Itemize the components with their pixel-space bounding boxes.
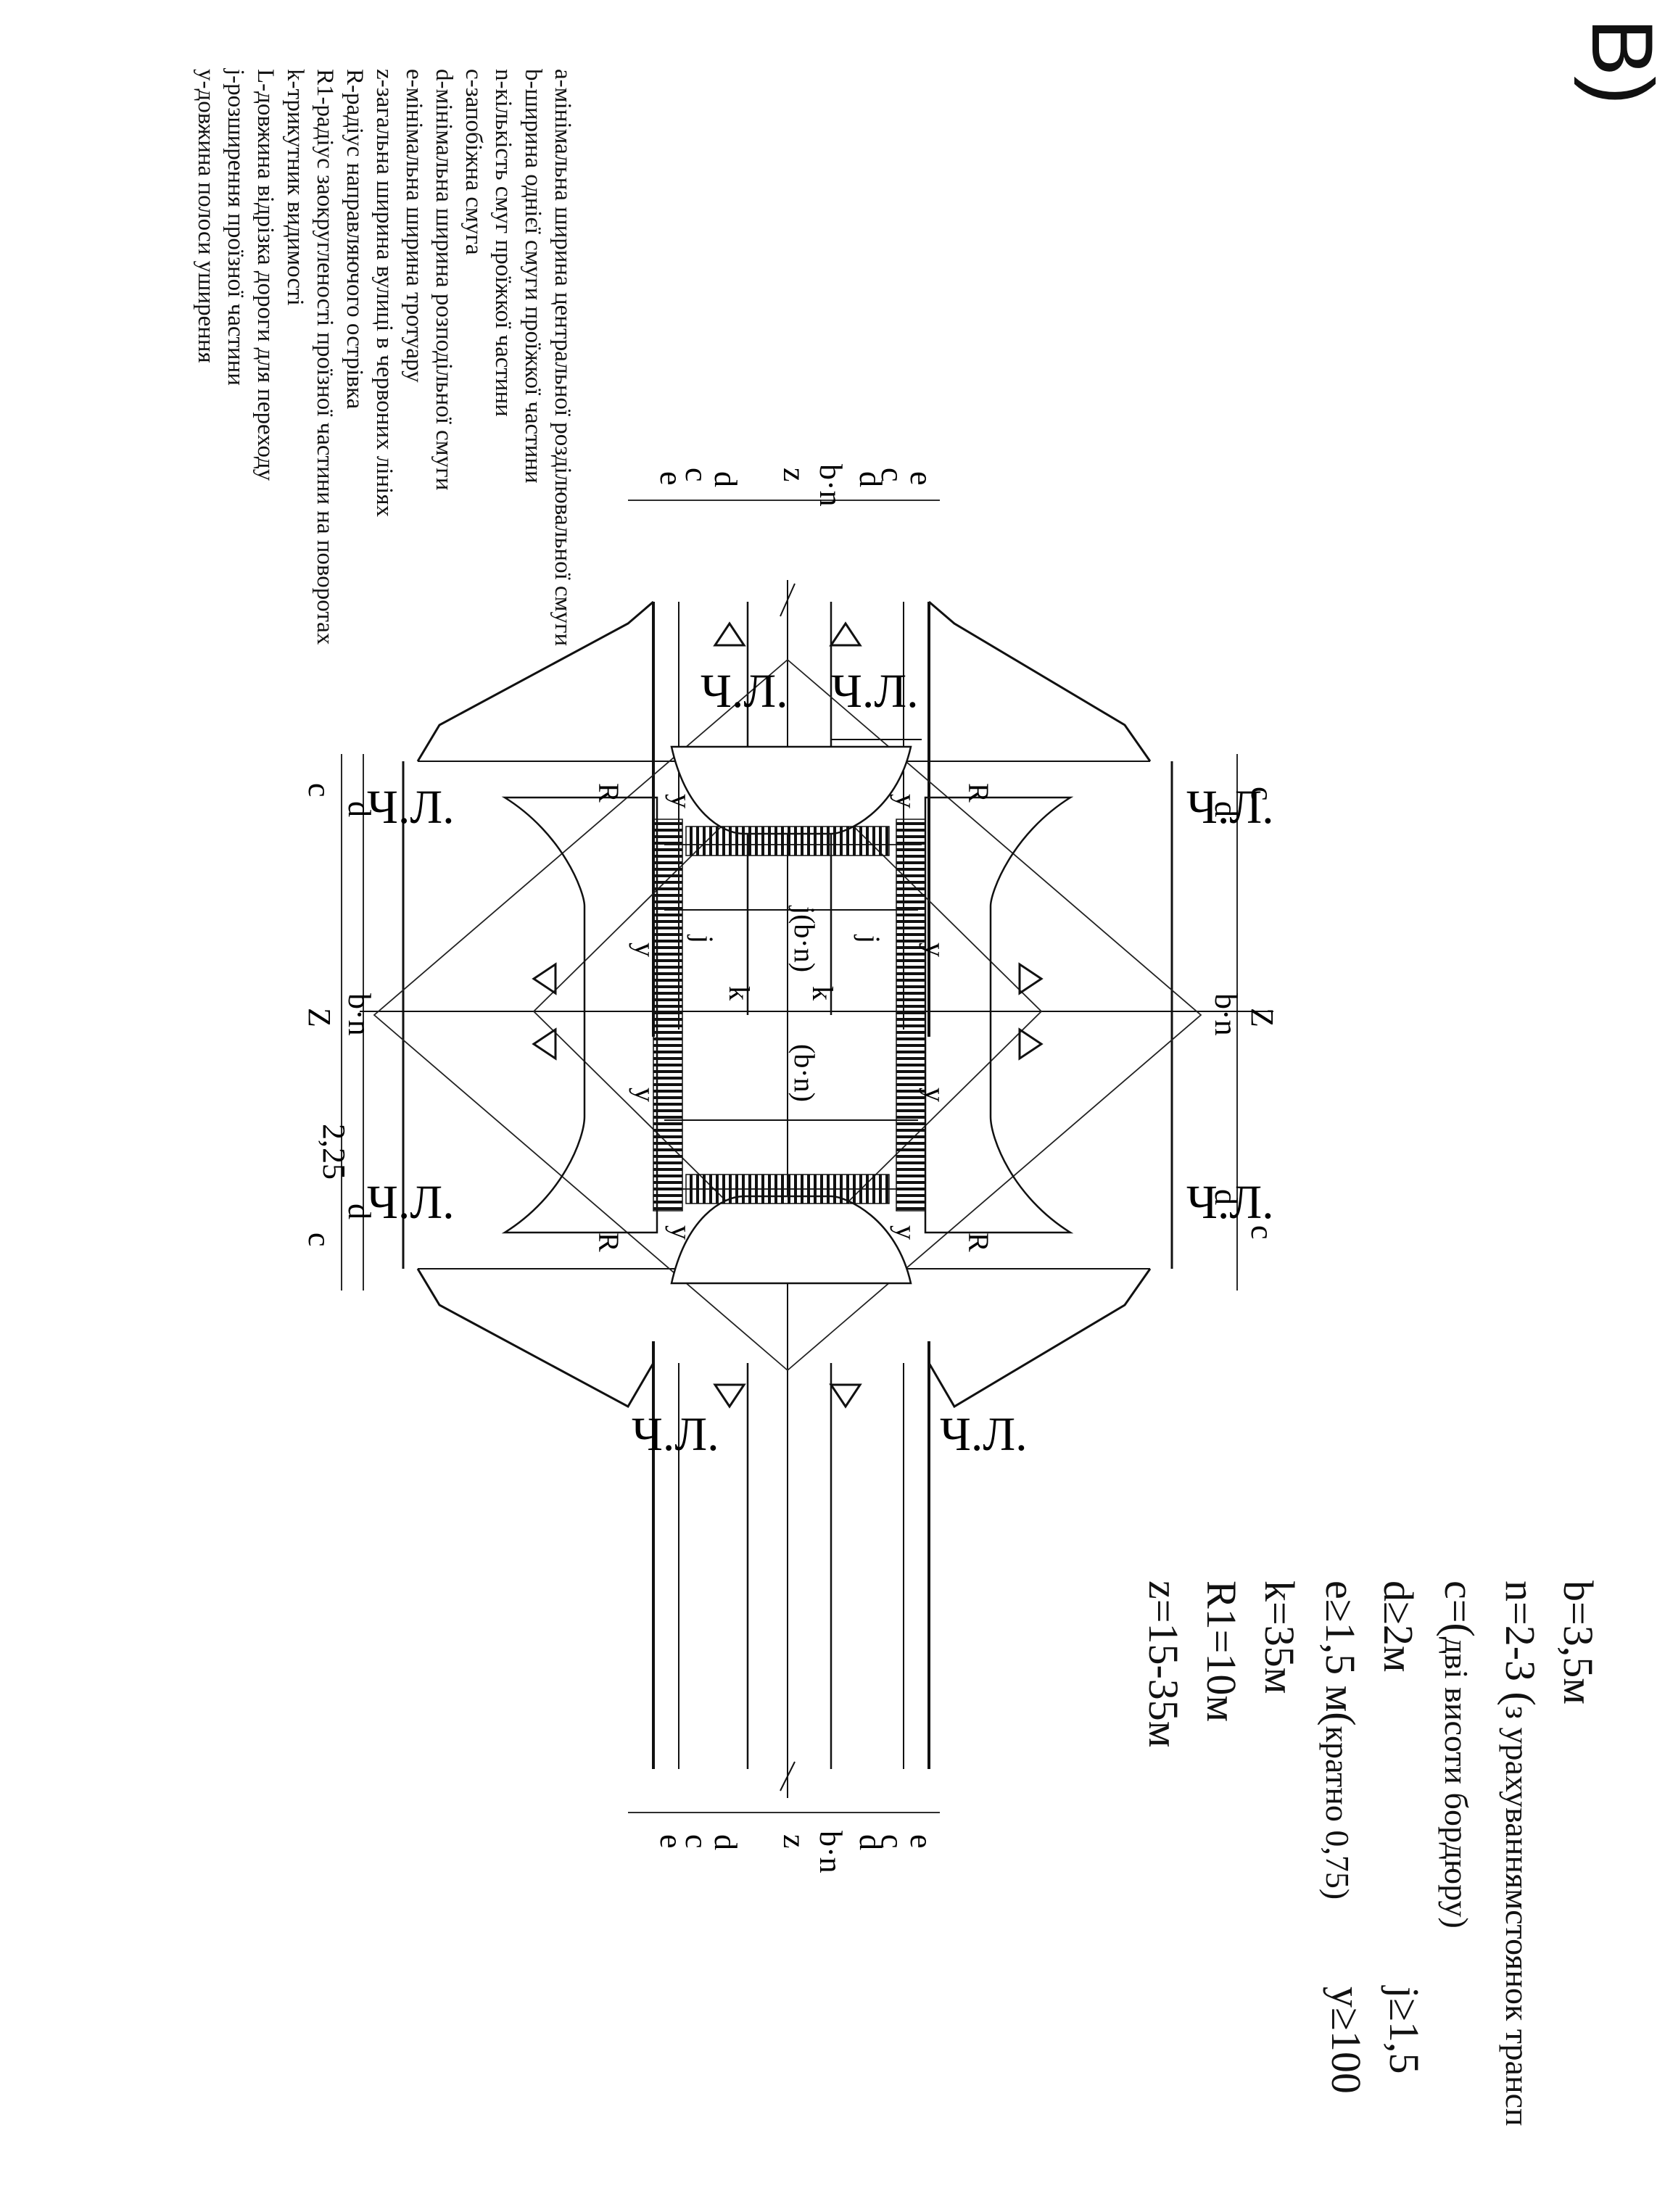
red-line-label: Ч.Л. [632,1408,719,1461]
param-R1: R1=10м [1198,1581,1245,1723]
legend-item: a-мінімальна ширина центральної розділюв… [550,69,576,647]
dim-label-d: d [1208,1189,1244,1205]
red-line-label: Ч.Л. [1186,781,1274,834]
arrow-icon [713,1383,746,1409]
dim-label-z: z [777,1834,812,1849]
legend-item: y-довжина полоси уширення [193,69,219,363]
label-y: y [890,794,922,808]
dim-label-c: c [1244,1225,1280,1240]
label-y: y [665,794,698,808]
param-d: d≥2м [1375,1581,1422,1673]
label-y: y [919,943,951,957]
legend: a-мінімальна ширина центральної розділюв… [191,69,577,1374]
label-j: j [687,934,719,943]
legend-item: c-запобіжна смуга [460,69,487,255]
label-R: R [962,783,995,803]
dim-label-c: c [875,468,910,482]
red-line-label: Ч.Л. [367,1176,455,1229]
legend-item: n-кількість смуг проїжкої частини [490,69,516,417]
direction-arrows [532,621,1044,1409]
legend-item: k-трикутник видимості [282,69,308,306]
arrow-icon [1018,962,1044,995]
dimension-lines [341,500,1238,1813]
label-R: R [592,1233,625,1252]
dim-label-225: 2,25 [316,1124,352,1180]
label-y: y [890,1225,922,1240]
dim-label-d: d [853,471,888,487]
label-R: R [592,783,625,803]
label-y: y [665,1225,698,1240]
dim-label-e: e [653,1834,689,1849]
param-b: b=3,5м [1555,1581,1602,1704]
param-z: z=15-35м [1140,1581,1187,1748]
label-R: R [962,1233,995,1252]
param-n: n=2-3 (з урахуваннямстоянок трансп [1497,1581,1544,2126]
dim-label-d: d [1208,801,1244,817]
dim-label-c: c [875,1834,910,1849]
dim-label-bn: b·n [813,1831,848,1873]
dim-label-Z: Z [302,1008,337,1027]
crosswalks [653,819,926,1211]
dim-label-Z: Z [1244,1008,1280,1027]
arrow-icon [532,1027,557,1061]
legend-item: e-мінімальна ширина тротуару [401,69,427,383]
label-y: y [629,1088,661,1102]
legend-item: R-радіус направляючого острівка [342,69,368,410]
label-bn: (b·n) [788,1044,821,1102]
diagonal-connections [416,600,1152,1409]
vertical-road [360,739,1273,1269]
dim-label-d: d [342,801,377,817]
islands [501,745,1074,1285]
dim-label-e: e [904,471,939,486]
dim-label-c: c [1244,787,1280,801]
dim-label-e: e [904,1834,939,1849]
legend-item: d-мінімальна ширина розподільної смуги [431,69,457,491]
param-k: k=35м [1256,1581,1303,1694]
red-line-label: Ч.Л. [831,665,919,718]
label-y: y [919,1088,951,1102]
label-k: k [806,986,839,1001]
legend-item: j-розширення проїзної частини [223,69,249,386]
param-j: j≥1,5 [1381,1987,1428,2074]
label-k: k [723,986,756,1001]
legend-item: R1-радіус заокругленості проїзної частин… [312,69,338,645]
dim-label-c: c [679,468,714,482]
parameters-block: b=3,5м n=2-3 (з урахуваннямстоянок транс… [1134,1581,1607,2204]
legend-item: b-ширина однієї смуги проїжкої частини [520,69,546,484]
dim-label-c: c [679,1834,714,1849]
dim-label-c: c [302,783,337,798]
arrow-icon [532,962,557,995]
dim-label-bn: b·n [1208,993,1244,1036]
dim-label-d: d [708,471,743,487]
label-y: y [629,943,661,957]
dim-label-c: c [302,1233,337,1247]
red-line-label: Ч.Л. [940,1408,1028,1461]
param-y: y≥100 [1323,1987,1370,2094]
legend-item: L-довжина відрізка дороги для переходу [252,69,278,481]
red-line-label: Ч.Л. [701,665,788,718]
param-c: c=(дві висоти бордюру) [1436,1581,1483,1929]
dim-label-bn: b·n [813,464,848,507]
arrow-icon [829,1383,862,1409]
label-jbn: j(b·n) [788,905,821,972]
label-j: j [854,934,886,943]
arrow-icon [713,621,746,647]
red-line-label: Ч.Л. [367,781,455,834]
legend-item: z-загальна ширина вулиці в червоних ліні… [371,69,397,518]
dim-label-z: z [777,468,812,482]
dim-label-d: d [708,1834,743,1850]
red-line-label: Ч.Л. [1186,1176,1274,1229]
dim-label-d: d [853,1834,888,1850]
dim-label-bn: b·n [342,993,377,1036]
param-e: e≥1,5 м(кратно 0,75) [1317,1581,1364,1900]
dim-label-d: d [342,1204,377,1219]
arrow-icon [1018,1027,1044,1061]
dim-label-e: e [653,471,689,486]
arrow-icon [829,621,862,647]
